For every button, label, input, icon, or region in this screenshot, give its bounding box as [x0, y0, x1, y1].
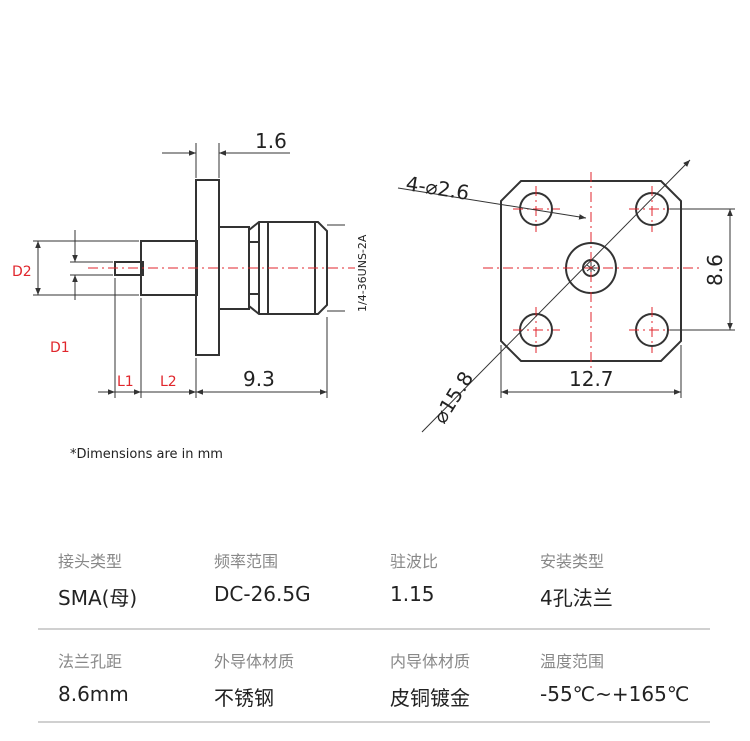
spec-value: -55℃~+165℃ [540, 682, 690, 706]
label-l1: L1 [117, 374, 134, 390]
dim-hole-spacing-h: 12.7 [569, 367, 614, 391]
spec-mount-type: 安装类型 4孔法兰 [540, 548, 613, 611]
dim-hole-spacing-v: 8.6 [703, 254, 727, 286]
divider [38, 721, 710, 723]
dim-flange-thickness: 1.6 [255, 129, 287, 153]
spec-vswr: 驻波比 1.15 [390, 548, 438, 606]
spec-row-2: 法兰孔距 8.6mm 外导体材质 不锈钢 内导体材质 皮铜镀金 温度范围 -55… [38, 630, 710, 730]
spec-label: 内导体材质 [390, 652, 471, 671]
label-d2: D2 [12, 264, 32, 280]
front-center-lines [483, 172, 700, 372]
spec-frequency-range: 频率范围 DC-26.5G [214, 548, 311, 606]
spec-table: 接头类型 SMA(母) 频率范围 DC-26.5G 驻波比 1.15 安装类型 … [38, 530, 710, 730]
spec-label: 驻波比 [390, 552, 439, 571]
spec-label: 频率范围 [214, 552, 279, 571]
dim-diagonal: ⌀15.8 [428, 367, 478, 428]
spec-label: 外导体材质 [214, 652, 295, 671]
spec-temperature-range: 温度范围 -55℃~+165℃ [540, 648, 689, 706]
spec-value: 不锈钢 [214, 686, 274, 710]
dim-body-length: 9.3 [243, 367, 275, 391]
spec-label: 安装类型 [540, 552, 605, 571]
technical-drawing: 1.6 9.3 D2 D1 L1 L2 1/4-36UNS-2A [12, 129, 735, 433]
spec-row-1: 接头类型 SMA(母) 频率范围 DC-26.5G 驻波比 1.15 安装类型 … [38, 530, 710, 630]
side-dimensions [33, 143, 345, 398]
threaded-body [248, 221, 328, 315]
spec-value: DC-26.5G [214, 582, 311, 606]
spec-value: 1.15 [390, 582, 435, 606]
flange-outline [500, 180, 682, 362]
spec-value: 8.6mm [58, 682, 129, 706]
dimensions-note: *Dimensions are in mm [70, 447, 223, 462]
spec-connector-type: 接头类型 SMA(母) [58, 548, 137, 611]
spec-label: 温度范围 [540, 652, 605, 671]
label-l2: L2 [160, 374, 177, 390]
label-d1: D1 [50, 340, 70, 356]
spec-inner-conductor: 内导体材质 皮铜镀金 [390, 648, 470, 711]
spec-label: 法兰孔距 [58, 652, 123, 671]
front-dimensions [397, 159, 735, 433]
spec-label: 接头类型 [58, 552, 123, 571]
spec-outer-conductor: 外导体材质 不锈钢 [214, 648, 294, 711]
hole-callout: 4-⌀2.6 [404, 171, 471, 205]
divider [38, 628, 710, 630]
spec-value: SMA(母) [58, 586, 138, 610]
spec-flange-hole-spacing: 法兰孔距 8.6mm [58, 648, 129, 706]
spec-value: 4孔法兰 [540, 586, 613, 610]
thread-spec: 1/4-36UNS-2A [356, 234, 369, 312]
spec-value: 皮铜镀金 [390, 686, 470, 710]
